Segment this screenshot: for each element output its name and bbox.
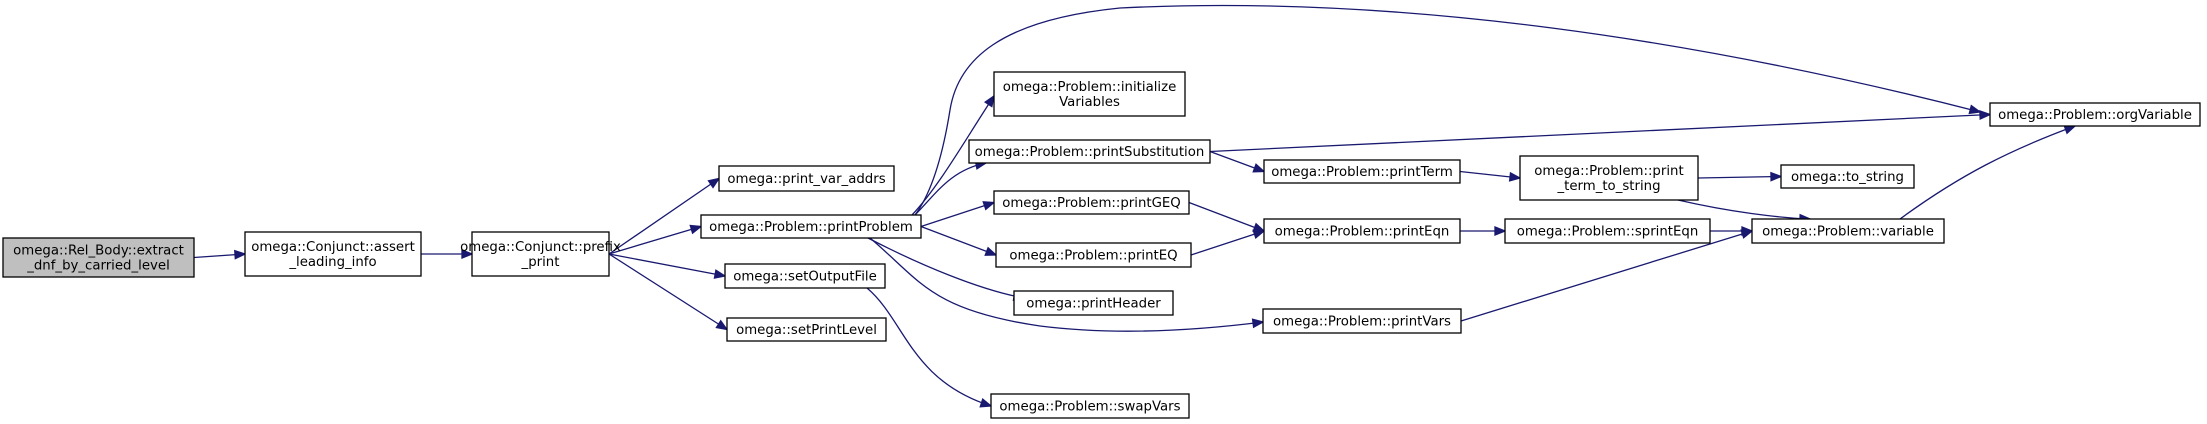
edge-printEQ-to-printEqn: [1190, 229, 1266, 256]
node-label: omega::Problem::printEqn: [1275, 225, 1450, 240]
node-label: omega::Problem::printSubstitution: [975, 145, 1205, 160]
node-label: _leading_info: [288, 255, 376, 270]
edge-prefix-to-printProblem: [608, 224, 703, 255]
node-org-variable[interactable]: omega::Problem::orgVariable: [1989, 102, 2201, 127]
node-sprint-eqn[interactable]: omega::Problem::sprintEqn: [1504, 218, 1711, 244]
edge-printVars-to-variable: [1460, 229, 1754, 322]
edge-printProblem-to-orgVariable: [914, 4, 1982, 216]
node-label: omega::Problem::print: [1534, 164, 1683, 179]
node-label: omega::Problem::printEQ: [1009, 249, 1177, 264]
node-print-header[interactable]: omega::printHeader: [1013, 290, 1174, 316]
call-edges: [193, 4, 2077, 408]
edge-printTermToString-to-toString: [1697, 171, 1783, 182]
node-print-term-to-string[interactable]: omega::Problem::print_term_to_string: [1519, 155, 1699, 201]
node-label: omega::Problem::swapVars: [999, 400, 1180, 415]
node-label: omega::Conjunct::assert: [251, 240, 415, 255]
edge-printGEQ-to-printEqn: [1188, 201, 1266, 232]
node-label: omega::print_var_addrs: [727, 172, 885, 187]
edge-variable-to-orgVariable: [1899, 125, 2077, 220]
node-label: omega::Problem::printTerm: [1271, 165, 1453, 180]
node-print-g-e-q[interactable]: omega::Problem::printGEQ: [993, 190, 1190, 215]
edge-printEqn-to-sprintEqn: [1460, 226, 1507, 236]
edge-printSubst-to-printTerm: [1209, 150, 1266, 173]
node-label: omega::Conjunct::prefix: [460, 240, 621, 255]
node-variable[interactable]: omega::Problem::variable: [1751, 218, 1945, 244]
edge-prefix-to-setOutputFile: [608, 253, 727, 279]
edge-setOutputFile-to-swapVars: [866, 287, 993, 408]
node-label: omega::Problem::printGEQ: [1002, 196, 1181, 211]
node-print-vars[interactable]: omega::Problem::printVars: [1262, 308, 1462, 334]
edge-extract-to-assert: [193, 249, 247, 260]
node-label: _dnf_by_carried_level: [26, 259, 170, 274]
node-label: omega::Rel_Body::extract: [13, 244, 184, 259]
edge-printProblem-to-printSubst: [914, 160, 988, 216]
node-label: omega::printHeader: [1026, 297, 1161, 312]
edge-printProblem-to-printVars: [869, 237, 1265, 332]
node-assert[interactable]: omega::Conjunct::assert_leading_info: [244, 231, 422, 277]
node-label: omega::Problem::sprintEqn: [1517, 225, 1699, 240]
node-set-print-level[interactable]: omega::setPrintLevel: [726, 317, 887, 342]
node-set-output-file[interactable]: omega::setOutputFile: [724, 263, 886, 289]
node-label: omega::Problem::printProblem: [709, 220, 913, 235]
edge-printProblem-to-printEQ: [920, 225, 998, 256]
edge-printTerm-to-printTermToString: [1459, 170, 1522, 182]
node-label: Variables: [1059, 95, 1120, 110]
node-label: omega::Problem::variable: [1762, 225, 1934, 240]
node-to-string[interactable]: omega::to_string: [1780, 164, 1915, 189]
node-label: omega::setOutputFile: [733, 270, 877, 285]
edge-assert-to-prefix: [421, 249, 474, 259]
node-label: omega::to_string: [1791, 170, 1904, 185]
node-swap-vars[interactable]: omega::Problem::swapVars: [990, 393, 1190, 419]
node-label: omega::Problem::printVars: [1273, 315, 1451, 330]
node-prefix[interactable]: omega::Conjunct::prefix_print: [460, 231, 621, 277]
edge-printProblem-to-initVars: [911, 94, 995, 216]
node-print-term[interactable]: omega::Problem::printTerm: [1263, 159, 1461, 184]
node-label: _print: [521, 255, 560, 270]
node-print-subst[interactable]: omega::Problem::printSubstitution: [968, 139, 1211, 164]
node-print-e-q[interactable]: omega::Problem::printEQ: [995, 242, 1192, 268]
edge-prefix-to-setPrintLevel: [608, 253, 729, 331]
node-print_var_addrs[interactable]: omega::print_var_addrs: [718, 165, 895, 192]
node-label: omega::Problem::orgVariable: [1998, 108, 2192, 123]
node-label: omega::setPrintLevel: [736, 323, 877, 338]
call-nodes: omega::Rel_Body::extract_dnf_by_carried_…: [2, 71, 2201, 419]
edge-prefix-to-print_var_addrs: [608, 177, 721, 255]
node-label: _term_to_string: [1556, 179, 1660, 194]
node-label: omega::Problem::initialize: [1003, 80, 1177, 95]
node-print-eqn[interactable]: omega::Problem::printEqn: [1263, 218, 1461, 244]
edge-printSubst-to-orgVariable: [1209, 110, 1992, 153]
node-print-problem[interactable]: omega::Problem::printProblem: [700, 214, 922, 239]
edge-printProblem-to-printGEQ: [920, 201, 996, 228]
node-extract: omega::Rel_Body::extract_dnf_by_carried_…: [2, 237, 195, 278]
